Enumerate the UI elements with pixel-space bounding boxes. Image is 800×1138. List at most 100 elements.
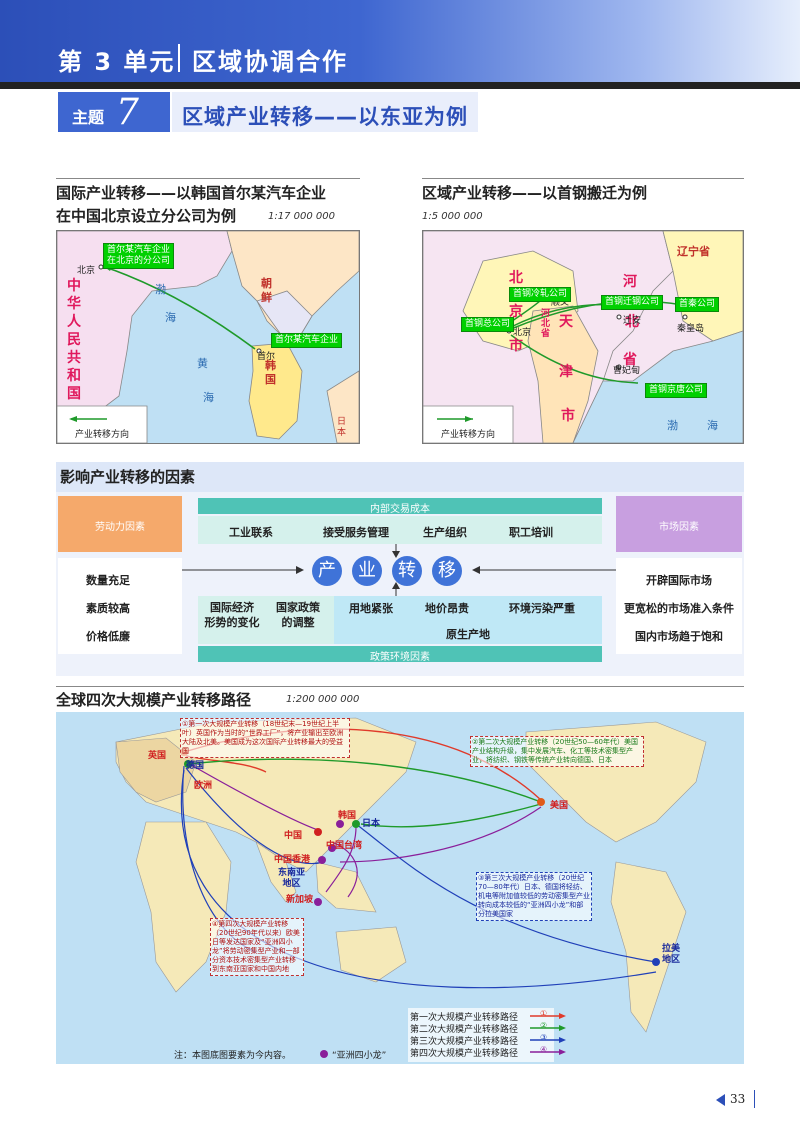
box-shougang-hq: 首钢总公司 — [461, 317, 515, 332]
map-shougang: 北 京 市 天 津 市 河 北 省 河 北 省 辽宁省 顺义 北京 迁安 秦皇岛… — [422, 230, 744, 444]
origin-item: 环境污染严重 — [509, 602, 575, 615]
label-china-char: 华 — [67, 296, 81, 312]
label-dprk-char: 鲜 — [261, 291, 272, 304]
label-shunyi: 顺义 — [551, 298, 570, 308]
internal-item: 接受服务管理 — [323, 526, 389, 539]
theme-title-box — [172, 92, 478, 132]
policy-env-label: 政策环境因素 — [370, 652, 430, 663]
label-jing: 京 — [509, 304, 523, 320]
legend-num-2: ② — [540, 1021, 548, 1030]
origin-area — [334, 596, 602, 644]
place-taiwan: 中国台湾 — [326, 841, 363, 851]
core-char: 转 — [392, 556, 422, 586]
label-hebei-char: 省 — [541, 329, 551, 339]
box-branch: 首尔某汽车企业 在北京的分公司 — [103, 243, 175, 269]
legend-num-3: ③ — [540, 1033, 548, 1042]
market-item: 更宽松的市场准入条件 — [624, 602, 734, 615]
world-note-dragon: “亚洲四小龙” — [332, 1051, 387, 1061]
policy-item: 国际经济 形势的变化 — [204, 601, 260, 629]
legend-fourth-label: 第四次大规模产业转移路径 — [410, 1049, 519, 1059]
box-branch-l1: 首尔某汽车企业 — [107, 245, 171, 255]
page-arrow-icon — [716, 1094, 725, 1106]
label-china-vertical: 中 华 人 民 共 和 国 — [67, 277, 81, 403]
label-tian: 天 — [559, 314, 573, 330]
theme-number: 7 — [116, 92, 139, 133]
box-shouqin: 首秦公司 — [675, 297, 720, 312]
label-hai3: 海 — [707, 419, 718, 432]
label-hebei-char: 河 — [541, 309, 551, 319]
label-he: 河 — [623, 274, 637, 290]
place-sea: 东南亚 地区 — [278, 868, 306, 889]
policy-item: 国家政策 的调整 — [276, 601, 320, 629]
core-char: 移 — [432, 556, 462, 586]
unit-number: 第 3 单元 — [58, 48, 176, 76]
factors-panel: 影响产业转移的因素 劳动力因素 数量充足 素质较高 价格低廉 市场因素 开辟国际… — [56, 462, 744, 676]
legend-num-4: ④ — [540, 1045, 548, 1054]
internal-item: 职工培训 — [509, 526, 553, 539]
box-lengzha: 首钢冷轧公司 — [509, 287, 572, 302]
place-germany: 德国 — [186, 761, 205, 771]
label-china-char: 国 — [67, 386, 81, 402]
internal-cost-bar — [198, 498, 602, 514]
label-china-char: 民 — [67, 332, 81, 348]
annotation-third: ③第三次大规模产业转移（20世纪70—80年代）日本、德国将轻纺、机电等附加值较… — [476, 872, 592, 921]
label-huang: 黄 — [197, 357, 208, 370]
place-korea: 韩国 — [338, 811, 357, 821]
label-hai: 海 — [165, 311, 176, 324]
world-map-scale: 1:200 000 000 — [286, 694, 360, 705]
label-hebei-small: 河 北 省 — [541, 309, 550, 339]
place-europe: 欧洲 — [194, 781, 213, 791]
policy-env-bar — [198, 646, 602, 662]
section-rule — [56, 686, 744, 687]
label-seoul: 首尔 — [257, 352, 276, 362]
market-factor-title: 市场因素 — [659, 522, 699, 533]
page-number-rule — [754, 1090, 755, 1108]
place-hongkong: 中国香港 — [274, 855, 311, 865]
core-char: 产 — [312, 556, 342, 586]
place-singapore: 新加坡 — [286, 895, 314, 905]
label-dprk: 朝 鲜 — [261, 277, 272, 305]
market-item: 国内市场趋于饱和 — [635, 630, 723, 643]
label-hai2: 海 — [203, 391, 214, 404]
label-korea: 韩 国 — [265, 359, 276, 387]
label-bohai2: 渤 — [667, 419, 678, 432]
label-jin: 津 — [559, 364, 573, 380]
label-beijing: 北京 — [77, 266, 96, 276]
labor-factor-box — [58, 496, 182, 552]
map-korea: 北京 首尔某汽车企业 在北京的分公司 首尔某汽车企业 首尔 中 华 人 民 共 … — [56, 230, 360, 444]
market-item: 开辟国际市场 — [646, 574, 712, 587]
factors-title: 影响产业转移的因素 — [60, 468, 196, 486]
label-qinhuangdao: 秦皇岛 — [677, 324, 705, 334]
page-number: 33 — [730, 1092, 746, 1106]
annotation-first: ①第一次大规模产业转移（18世纪末—19世纪上半叶）英国作为当时的“世界工厂”，… — [180, 718, 350, 758]
labor-item: 数量充足 — [86, 574, 130, 587]
header-rule — [0, 82, 800, 89]
label-shi2: 市 — [561, 408, 575, 424]
legend-first-label: 第一次大规模产业转移路径 — [410, 1013, 519, 1023]
origin-item: 用地紧张 — [349, 602, 393, 615]
label-korea-char: 韩 — [265, 359, 276, 372]
label-dprk-char: 朝 — [261, 277, 272, 290]
map-shougang-scale: 1:5 000 000 — [422, 211, 483, 222]
place-china: 中国 — [284, 831, 303, 841]
label-caofeidian: 曹妃甸 — [613, 366, 641, 376]
label-china-char: 中 — [67, 278, 81, 294]
legend-shougang: 产业转移方向 — [441, 430, 496, 440]
factors-arrows — [182, 544, 616, 598]
map-shougang-title: 区域产业转移——以首钢搬迁为例 — [422, 184, 648, 202]
label-liaoning: 辽宁省 — [677, 245, 710, 258]
label-japan: 日本 — [337, 417, 347, 438]
internal-item: 工业联系 — [229, 526, 273, 539]
market-items-box — [616, 558, 742, 654]
label-china-char: 和 — [67, 368, 81, 384]
internal-items-bar — [198, 516, 602, 544]
section-rule — [422, 178, 744, 179]
dragon-marker-icon — [320, 1050, 328, 1058]
labor-item: 素质较高 — [86, 602, 130, 615]
theme-label: 主题 — [72, 108, 105, 127]
map-korea-base — [57, 231, 359, 443]
legend-swatches — [530, 1013, 566, 1055]
box-hq: 首尔某汽车企业 — [271, 333, 343, 348]
world-map: 英国 德国 欧洲 美国 日本 韩国 中国 中国台湾 中国香港 东南亚 地区 新加… — [56, 712, 744, 1064]
map-korea-title-1: 国际产业转移——以韩国首尔某汽车企业 — [56, 184, 327, 202]
